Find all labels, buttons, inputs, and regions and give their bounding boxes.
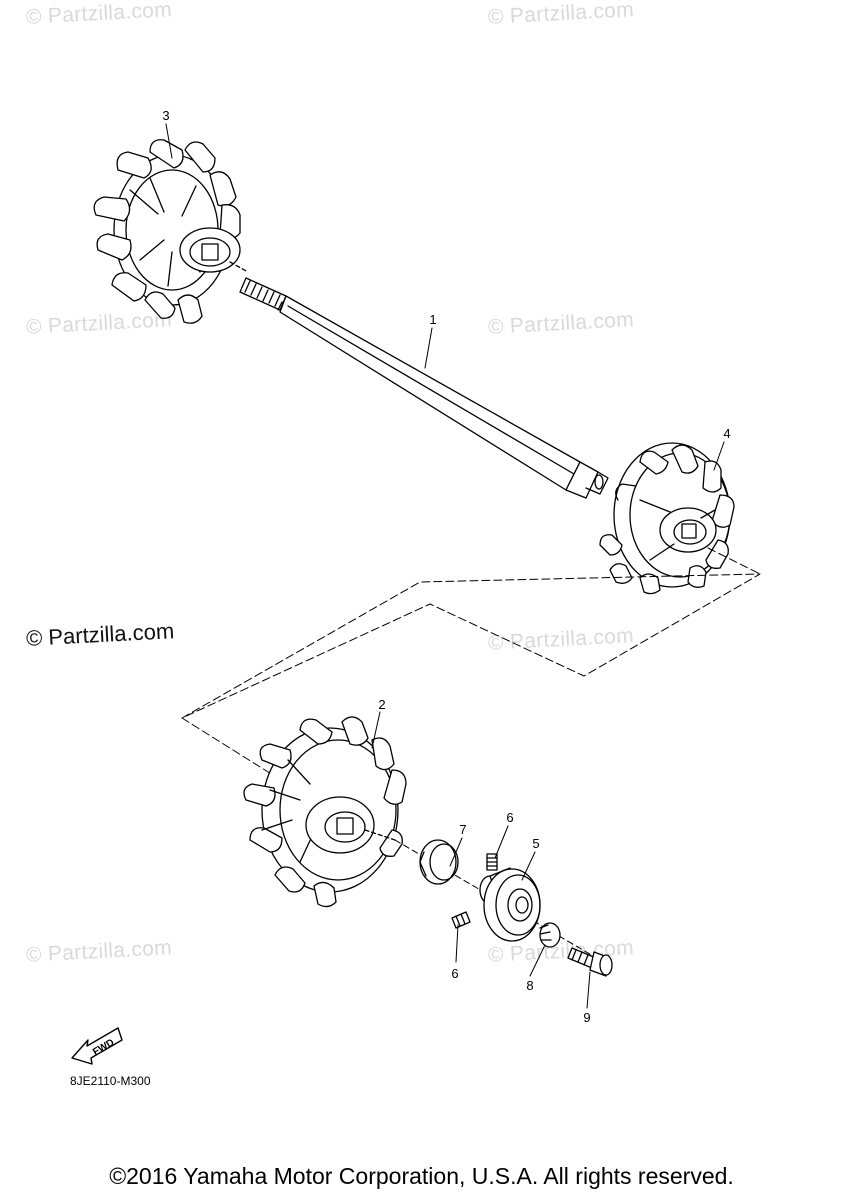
copyright-notice: ©2016 Yamaha Motor Corporation, U.S.A. A…	[109, 1163, 734, 1189]
drawing-code: 8JE2110-M300	[70, 1074, 151, 1088]
callout-8: 8	[526, 978, 534, 993]
callout-4: 4	[723, 426, 731, 441]
sprocket-wheel-3	[93, 139, 249, 324]
sprocket-wheel-4	[599, 442, 735, 595]
callout-2: 2	[378, 697, 386, 712]
nut-8	[539, 922, 561, 948]
leader-lines	[165, 123, 725, 1009]
drive-shaft-1	[239, 277, 609, 499]
retaining-ring-7	[419, 839, 459, 885]
bolt-9	[567, 947, 613, 977]
callout-5: 5	[532, 836, 540, 851]
fwd-arrow-icon: FWD	[71, 1027, 123, 1065]
callout-6-bottom: 6	[451, 966, 459, 981]
callout-1: 1	[429, 312, 437, 327]
set-screw-6-top	[486, 853, 498, 871]
callout-3: 3	[162, 108, 170, 123]
assembly-dashed-outline	[181, 573, 761, 719]
set-screw-6-bottom	[451, 911, 471, 929]
callout-6-top: 6	[506, 810, 514, 825]
callout-9: 9	[583, 1010, 591, 1025]
bearing-5	[479, 867, 541, 942]
callout-7: 7	[459, 822, 467, 837]
sprocket-wheel-2	[243, 716, 407, 908]
fwd-label: FWD	[91, 1037, 116, 1058]
